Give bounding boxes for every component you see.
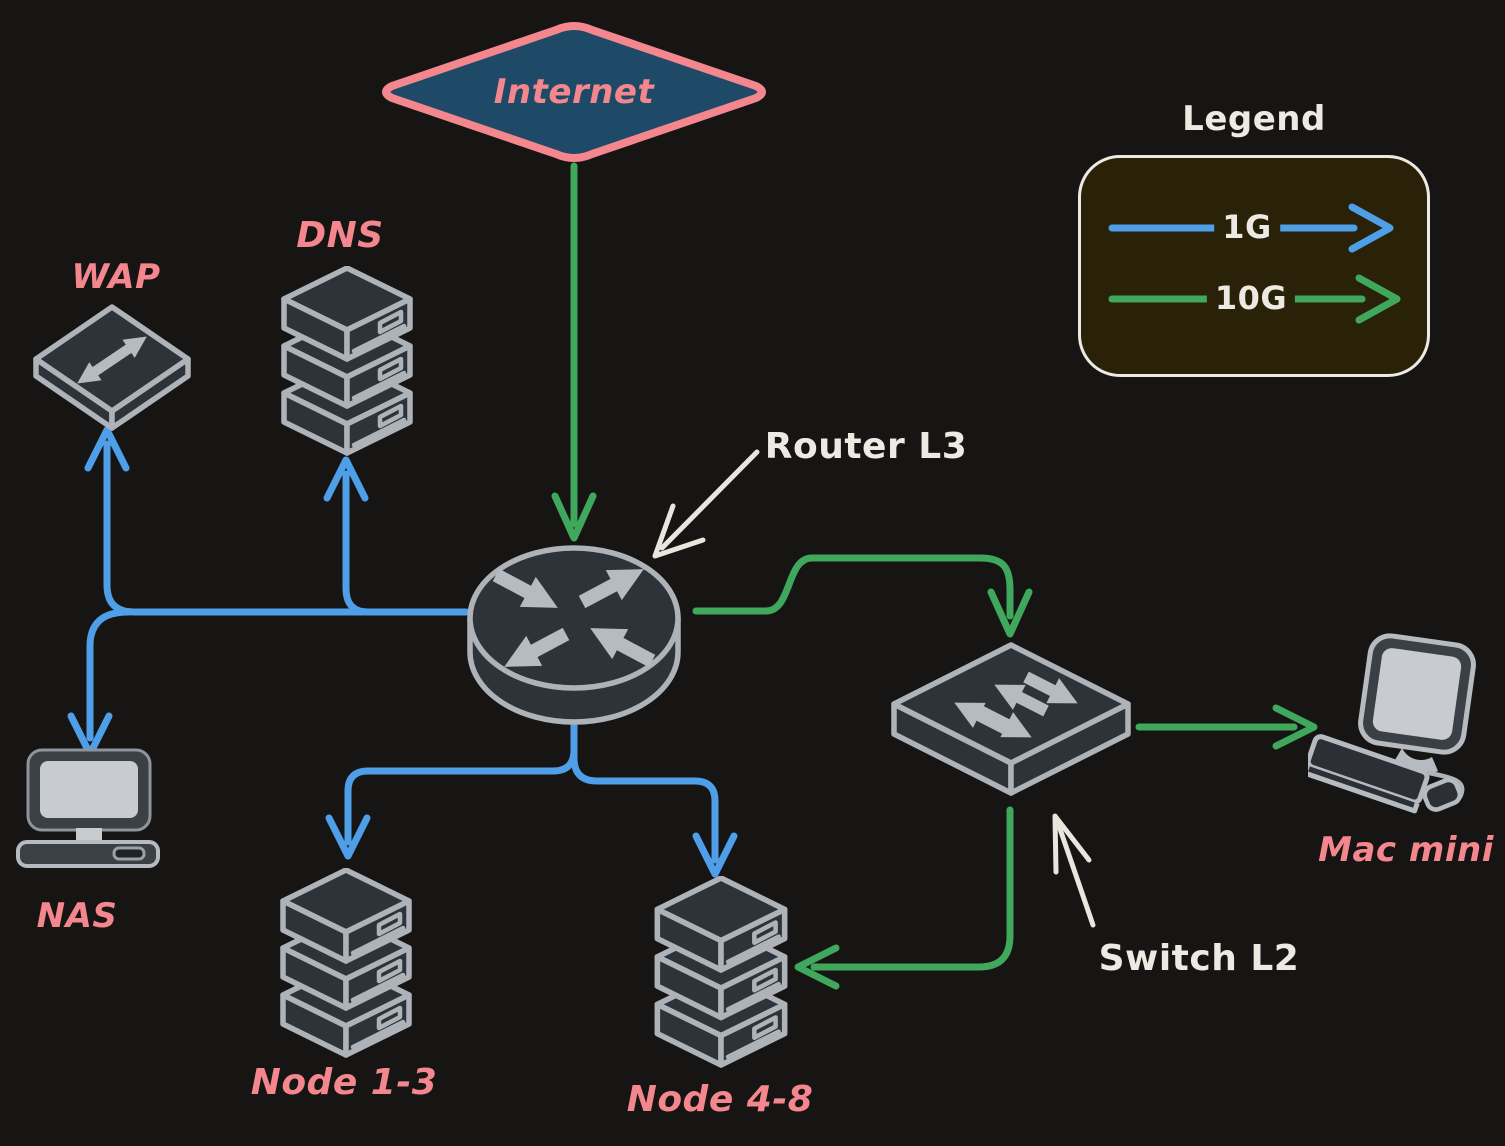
wap-label: WAP xyxy=(71,257,161,297)
switch-label: Switch L2 xyxy=(1098,938,1300,979)
annotation-arrow-switch xyxy=(1052,813,1096,928)
router-icon xyxy=(467,545,681,725)
legend-box xyxy=(1078,155,1430,377)
node13-server-stack-icon xyxy=(276,868,416,1058)
edge-router-switch-10g xyxy=(692,554,1033,638)
macmini-icon xyxy=(1308,633,1476,814)
annotation-arrow-router xyxy=(652,449,760,559)
internet-label: Internet xyxy=(493,72,655,112)
nas-label: NAS xyxy=(36,896,118,936)
wap-icon xyxy=(33,304,191,431)
edge-router-dns-1g xyxy=(323,456,372,616)
edge-switch-macmini-10g xyxy=(1135,704,1318,750)
nas-icon xyxy=(16,748,160,868)
macmini-label: Mac mini xyxy=(1318,830,1494,870)
switch-icon xyxy=(891,642,1131,796)
node13-label: Node 1-3 xyxy=(250,1062,438,1103)
dns-label: DNS xyxy=(296,215,384,256)
legend-item-10g-label: 10G xyxy=(1206,282,1296,314)
internet-diamond-shape xyxy=(382,22,766,162)
router-label: Router L3 xyxy=(764,426,968,467)
node48-label: Node 4-8 xyxy=(626,1079,814,1120)
edge-switch-node48-10g xyxy=(794,806,1014,990)
edge-router-nas-1g xyxy=(67,608,132,758)
dns-server-stack-icon xyxy=(277,266,417,456)
edge-router-node48-1g xyxy=(570,680,738,878)
legend-item-1g-label: 1G xyxy=(1214,211,1280,243)
edge-internet-router-10g xyxy=(551,162,597,542)
node48-server-stack-icon xyxy=(650,876,792,1068)
legend-title: Legend xyxy=(1182,99,1326,139)
edge-router-wap-1g xyxy=(84,426,470,616)
